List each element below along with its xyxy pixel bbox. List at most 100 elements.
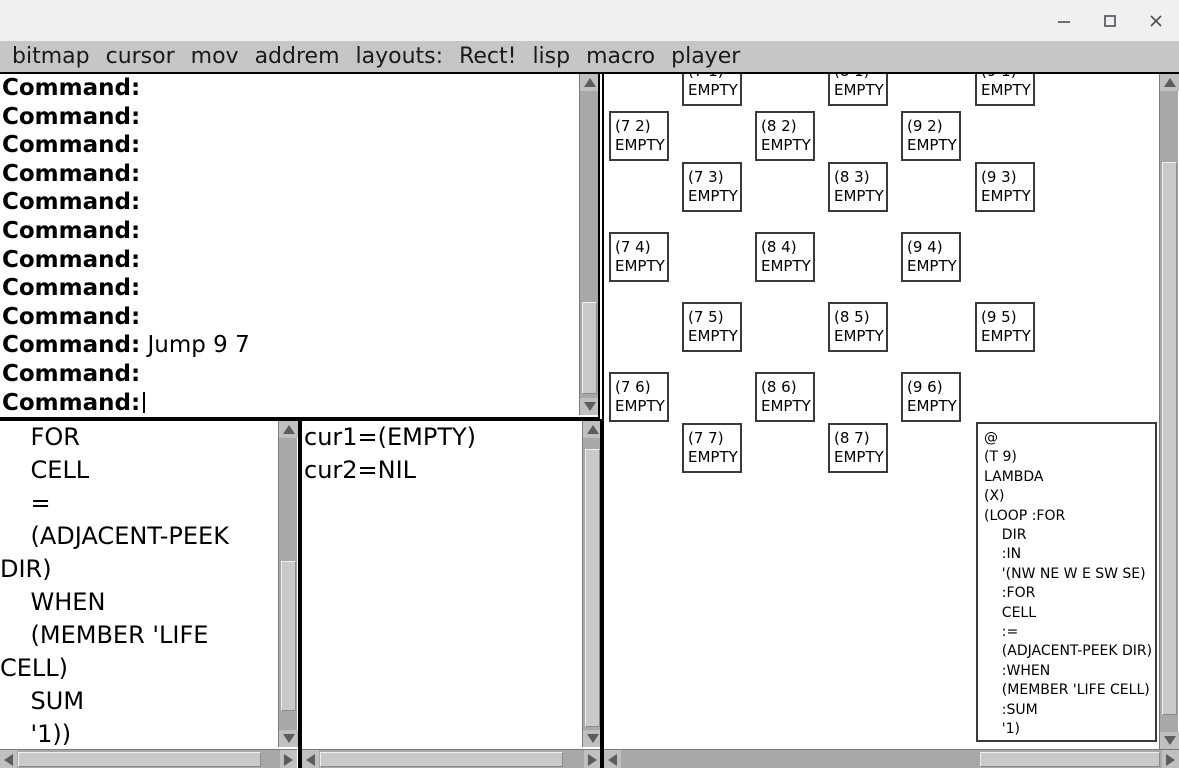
- grid-cell[interactable]: (9 3)EMPTY: [975, 162, 1035, 212]
- menu-item-addrem[interactable]: addrem: [254, 43, 340, 69]
- grid-vertical-scrollbar[interactable]: [1159, 74, 1179, 749]
- scroll-left-arrow[interactable]: [302, 750, 319, 768]
- console-line: Command:: [2, 246, 578, 275]
- close-icon: [1150, 14, 1162, 27]
- grid-hscroll-thumb[interactable]: [980, 752, 1160, 767]
- grid-cell[interactable]: (9 6)EMPTY: [901, 372, 961, 422]
- scroll-up-arrow[interactable]: [583, 421, 600, 438]
- command-console-output[interactable]: Command:Command:Command:Command:Command:…: [0, 74, 578, 415]
- grid-cell[interactable]: (7 5)EMPTY: [682, 302, 742, 352]
- source-hscroll-thumb[interactable]: [18, 752, 261, 767]
- grid-cell[interactable]: (7 1)EMPTY: [682, 74, 742, 106]
- triangle-right-icon: [1166, 753, 1175, 766]
- scroll-up-arrow[interactable]: [580, 74, 598, 91]
- console-prompt: Command:: [2, 303, 141, 330]
- grid-horizontal-scrollbar[interactable]: [604, 749, 1179, 768]
- console-vertical-scrollbar[interactable]: [579, 74, 598, 415]
- grid-vscroll-thumb[interactable]: [1162, 162, 1177, 715]
- minimize-button[interactable]: [1041, 0, 1087, 41]
- scroll-right-arrow[interactable]: [280, 750, 297, 768]
- console-line: Command:: [2, 103, 578, 132]
- scroll-down-arrow[interactable]: [583, 730, 600, 747]
- grid-cell-state: EMPTY: [981, 81, 1031, 99]
- scroll-down-arrow[interactable]: [279, 730, 298, 747]
- variables-hscroll-thumb[interactable]: [320, 752, 563, 767]
- grid-cell-state: EMPTY: [834, 81, 884, 99]
- menu-item-bitmap[interactable]: bitmap: [12, 43, 90, 69]
- triangle-right-icon: [588, 753, 597, 766]
- console-prompt: Command:: [2, 217, 141, 244]
- lambda-inspector-box[interactable]: @(T 9)LAMBDA(X)(LOOP :FOR DIR :IN '(NW N…: [976, 422, 1157, 742]
- grid-cell[interactable]: (8 7)EMPTY: [828, 423, 888, 473]
- scroll-up-arrow[interactable]: [279, 421, 298, 438]
- source-line: FOR: [0, 423, 80, 451]
- console-argument: Jump 9 7: [140, 332, 250, 359]
- grid-cell[interactable]: (9 5)EMPTY: [975, 302, 1035, 352]
- triangle-down-icon: [586, 734, 599, 743]
- source-horizontal-scrollbar[interactable]: [0, 749, 297, 768]
- scroll-left-arrow[interactable]: [0, 750, 17, 768]
- close-button[interactable]: [1133, 0, 1179, 41]
- scroll-right-arrow[interactable]: [1162, 750, 1179, 768]
- console-vscroll-thumb[interactable]: [582, 302, 597, 394]
- grid-cell[interactable]: (8 4)EMPTY: [755, 232, 815, 282]
- console-line: Command:: [2, 360, 578, 389]
- menu-item-player[interactable]: player: [671, 43, 741, 69]
- scroll-down-arrow[interactable]: [1160, 732, 1179, 749]
- variables-horizontal-scrollbar[interactable]: [302, 749, 600, 768]
- source-vscroll-thumb[interactable]: [281, 561, 296, 711]
- scroll-right-arrow[interactable]: [584, 750, 600, 768]
- variables-vscroll-thumb[interactable]: [585, 449, 600, 727]
- grid-cell-coordinate: (9 1): [981, 74, 1033, 81]
- lambda-source-line: '1): [984, 721, 1021, 738]
- triangle-left-icon: [4, 753, 13, 766]
- grid-cell[interactable]: (8 2)EMPTY: [755, 111, 815, 161]
- scroll-down-arrow[interactable]: [580, 398, 598, 415]
- lambda-source-line: (X): [984, 488, 1005, 505]
- grid-cell[interactable]: (9 4)EMPTY: [901, 232, 961, 282]
- console-line: Command:: [2, 160, 578, 189]
- grid-cell[interactable]: (8 3)EMPTY: [828, 162, 888, 212]
- scroll-left-arrow[interactable]: [604, 750, 621, 768]
- grid-cell[interactable]: (8 6)EMPTY: [755, 372, 815, 422]
- world-grid-canvas[interactable]: (7 1)EMPTY(8 1)EMPTY(9 1)EMPTY(7 2)EMPTY…: [604, 74, 1159, 749]
- grid-cell-coordinate: (7 7): [688, 429, 724, 447]
- grid-cell[interactable]: (7 2)EMPTY: [609, 111, 669, 161]
- grid-cell-state: EMPTY: [615, 257, 665, 275]
- source-line: (ADJACENT-PEEK: [0, 522, 229, 550]
- world-grid-panel: (7 1)EMPTY(8 1)EMPTY(9 1)EMPTY(7 2)EMPTY…: [602, 74, 1179, 768]
- grid-cell[interactable]: (8 1)EMPTY: [828, 74, 888, 106]
- console-prompt: Command:: [2, 75, 141, 101]
- console-prompt: Command:: [2, 103, 141, 130]
- grid-cell-state: EMPTY: [688, 327, 738, 345]
- variables-text[interactable]: cur1=(EMPTY)cur2=NIL: [302, 421, 582, 747]
- variables-vertical-scrollbar[interactable]: [582, 421, 600, 747]
- grid-cell[interactable]: (8 5)EMPTY: [828, 302, 888, 352]
- grid-cell[interactable]: (9 2)EMPTY: [901, 111, 961, 161]
- menu-item-layouts[interactable]: layouts:: [355, 43, 444, 69]
- source-vertical-scrollbar[interactable]: [278, 421, 298, 747]
- source-line: =: [0, 489, 51, 517]
- grid-cell[interactable]: (7 6)EMPTY: [609, 372, 669, 422]
- grid-cell-coordinate: (8 3): [834, 168, 870, 186]
- scroll-up-arrow[interactable]: [1160, 74, 1179, 91]
- menu-item-cursor[interactable]: cursor: [105, 43, 175, 69]
- menu-item-rect[interactable]: Rect!: [459, 43, 517, 69]
- console-line: Command:: [2, 131, 578, 160]
- console-line: Command:: [2, 217, 578, 246]
- grid-cell[interactable]: (9 1)EMPTY: [975, 74, 1035, 106]
- grid-cell[interactable]: (7 4)EMPTY: [609, 232, 669, 282]
- triangle-left-icon: [306, 753, 315, 766]
- menu-item-macro[interactable]: macro: [586, 43, 656, 69]
- menu-item-lisp[interactable]: lisp: [532, 43, 571, 69]
- grid-cell[interactable]: (7 3)EMPTY: [682, 162, 742, 212]
- lambda-source-line: :WHEN: [984, 662, 1051, 679]
- maximize-button[interactable]: [1087, 0, 1133, 41]
- source-line: WHEN: [0, 588, 106, 616]
- menu-item-mov[interactable]: mov: [190, 43, 239, 69]
- grid-cell[interactable]: (7 7)EMPTY: [682, 423, 742, 473]
- console-prompt: Command:: [2, 132, 141, 159]
- console-prompt: Command:: [2, 189, 141, 216]
